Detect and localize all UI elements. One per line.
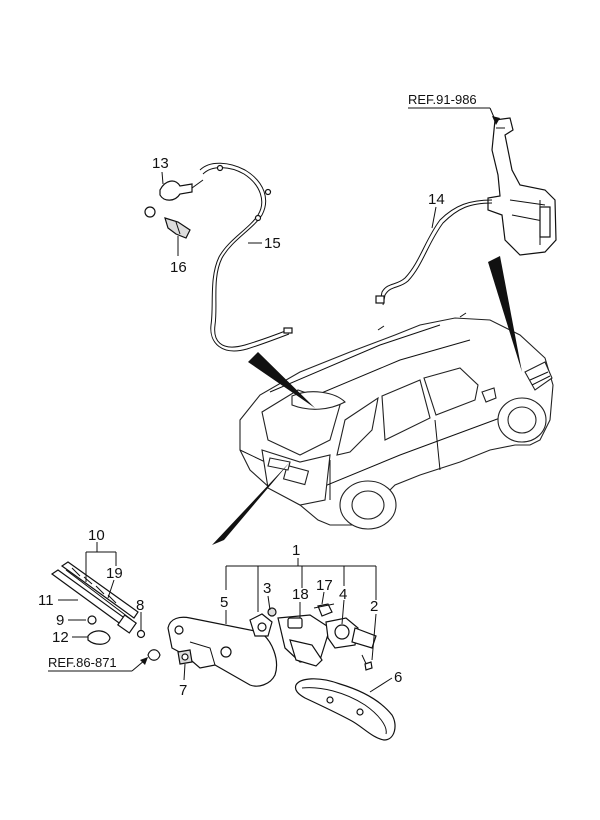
label-8: 8	[136, 597, 144, 614]
wiper-blade-arm	[50, 561, 161, 661]
rear-washer-tube	[294, 678, 396, 741]
wiper-motor-assembly	[249, 603, 377, 671]
label-9: 9	[56, 612, 64, 629]
ref-label: REF.91-986	[408, 92, 477, 107]
label-18: 18	[292, 586, 309, 603]
washer-hose-front	[375, 199, 493, 306]
label-13: 13	[152, 155, 169, 172]
label-11: 11	[38, 592, 54, 609]
washer-reservoir	[487, 117, 557, 256]
leader-lines	[58, 171, 437, 693]
label-3: 3	[263, 580, 271, 597]
pointer-wedges	[212, 256, 522, 545]
label-17: 17	[316, 577, 333, 594]
label-12: 12	[52, 629, 69, 646]
label-7: 7	[179, 682, 187, 699]
label-1: 1	[292, 542, 300, 559]
ref-wiper-arm: REF.86-871	[48, 655, 148, 672]
label-16: 16	[170, 259, 187, 276]
part-number-labels: 1 2 3 4 5 6 7 8 9 10 11 12 13 14 15 16 1…	[38, 155, 445, 699]
label-10: 10	[88, 527, 105, 544]
label-19: 19	[106, 565, 123, 582]
label-15: 15	[264, 235, 281, 252]
label-5: 5	[220, 594, 228, 611]
ref-label: REF.86-871	[48, 655, 117, 670]
label-4: 4	[339, 586, 347, 603]
grommet-7	[177, 649, 193, 665]
wiper-motor-cover	[167, 616, 278, 687]
ref-washer-reservoir: REF.91-986	[408, 92, 500, 125]
label-2: 2	[370, 598, 378, 615]
label-14: 14	[428, 191, 445, 208]
nozzle-assembly	[144, 179, 204, 239]
vehicle-outline	[239, 312, 554, 530]
label-6: 6	[394, 669, 402, 686]
washer-hose-rear	[199, 162, 293, 352]
